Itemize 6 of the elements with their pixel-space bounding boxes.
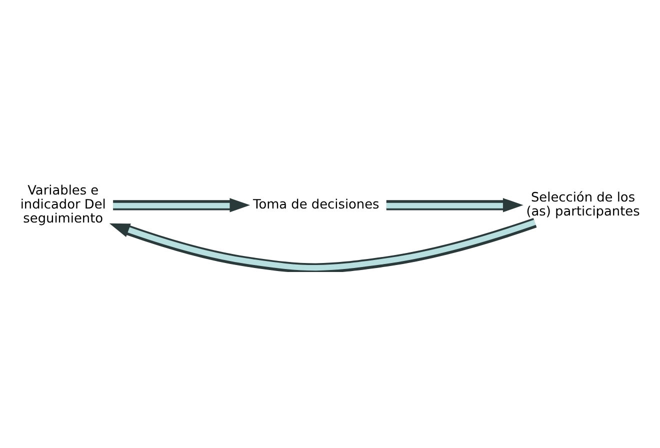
arrow: [109, 217, 537, 272]
node-text: Toma de decisiones: [253, 197, 380, 212]
arrow: [113, 198, 250, 212]
node-text: Selección de los (as) participantes: [526, 190, 640, 220]
arrow: [386, 198, 524, 212]
node-text: Variables e indicador Del seguimiento: [20, 183, 106, 226]
